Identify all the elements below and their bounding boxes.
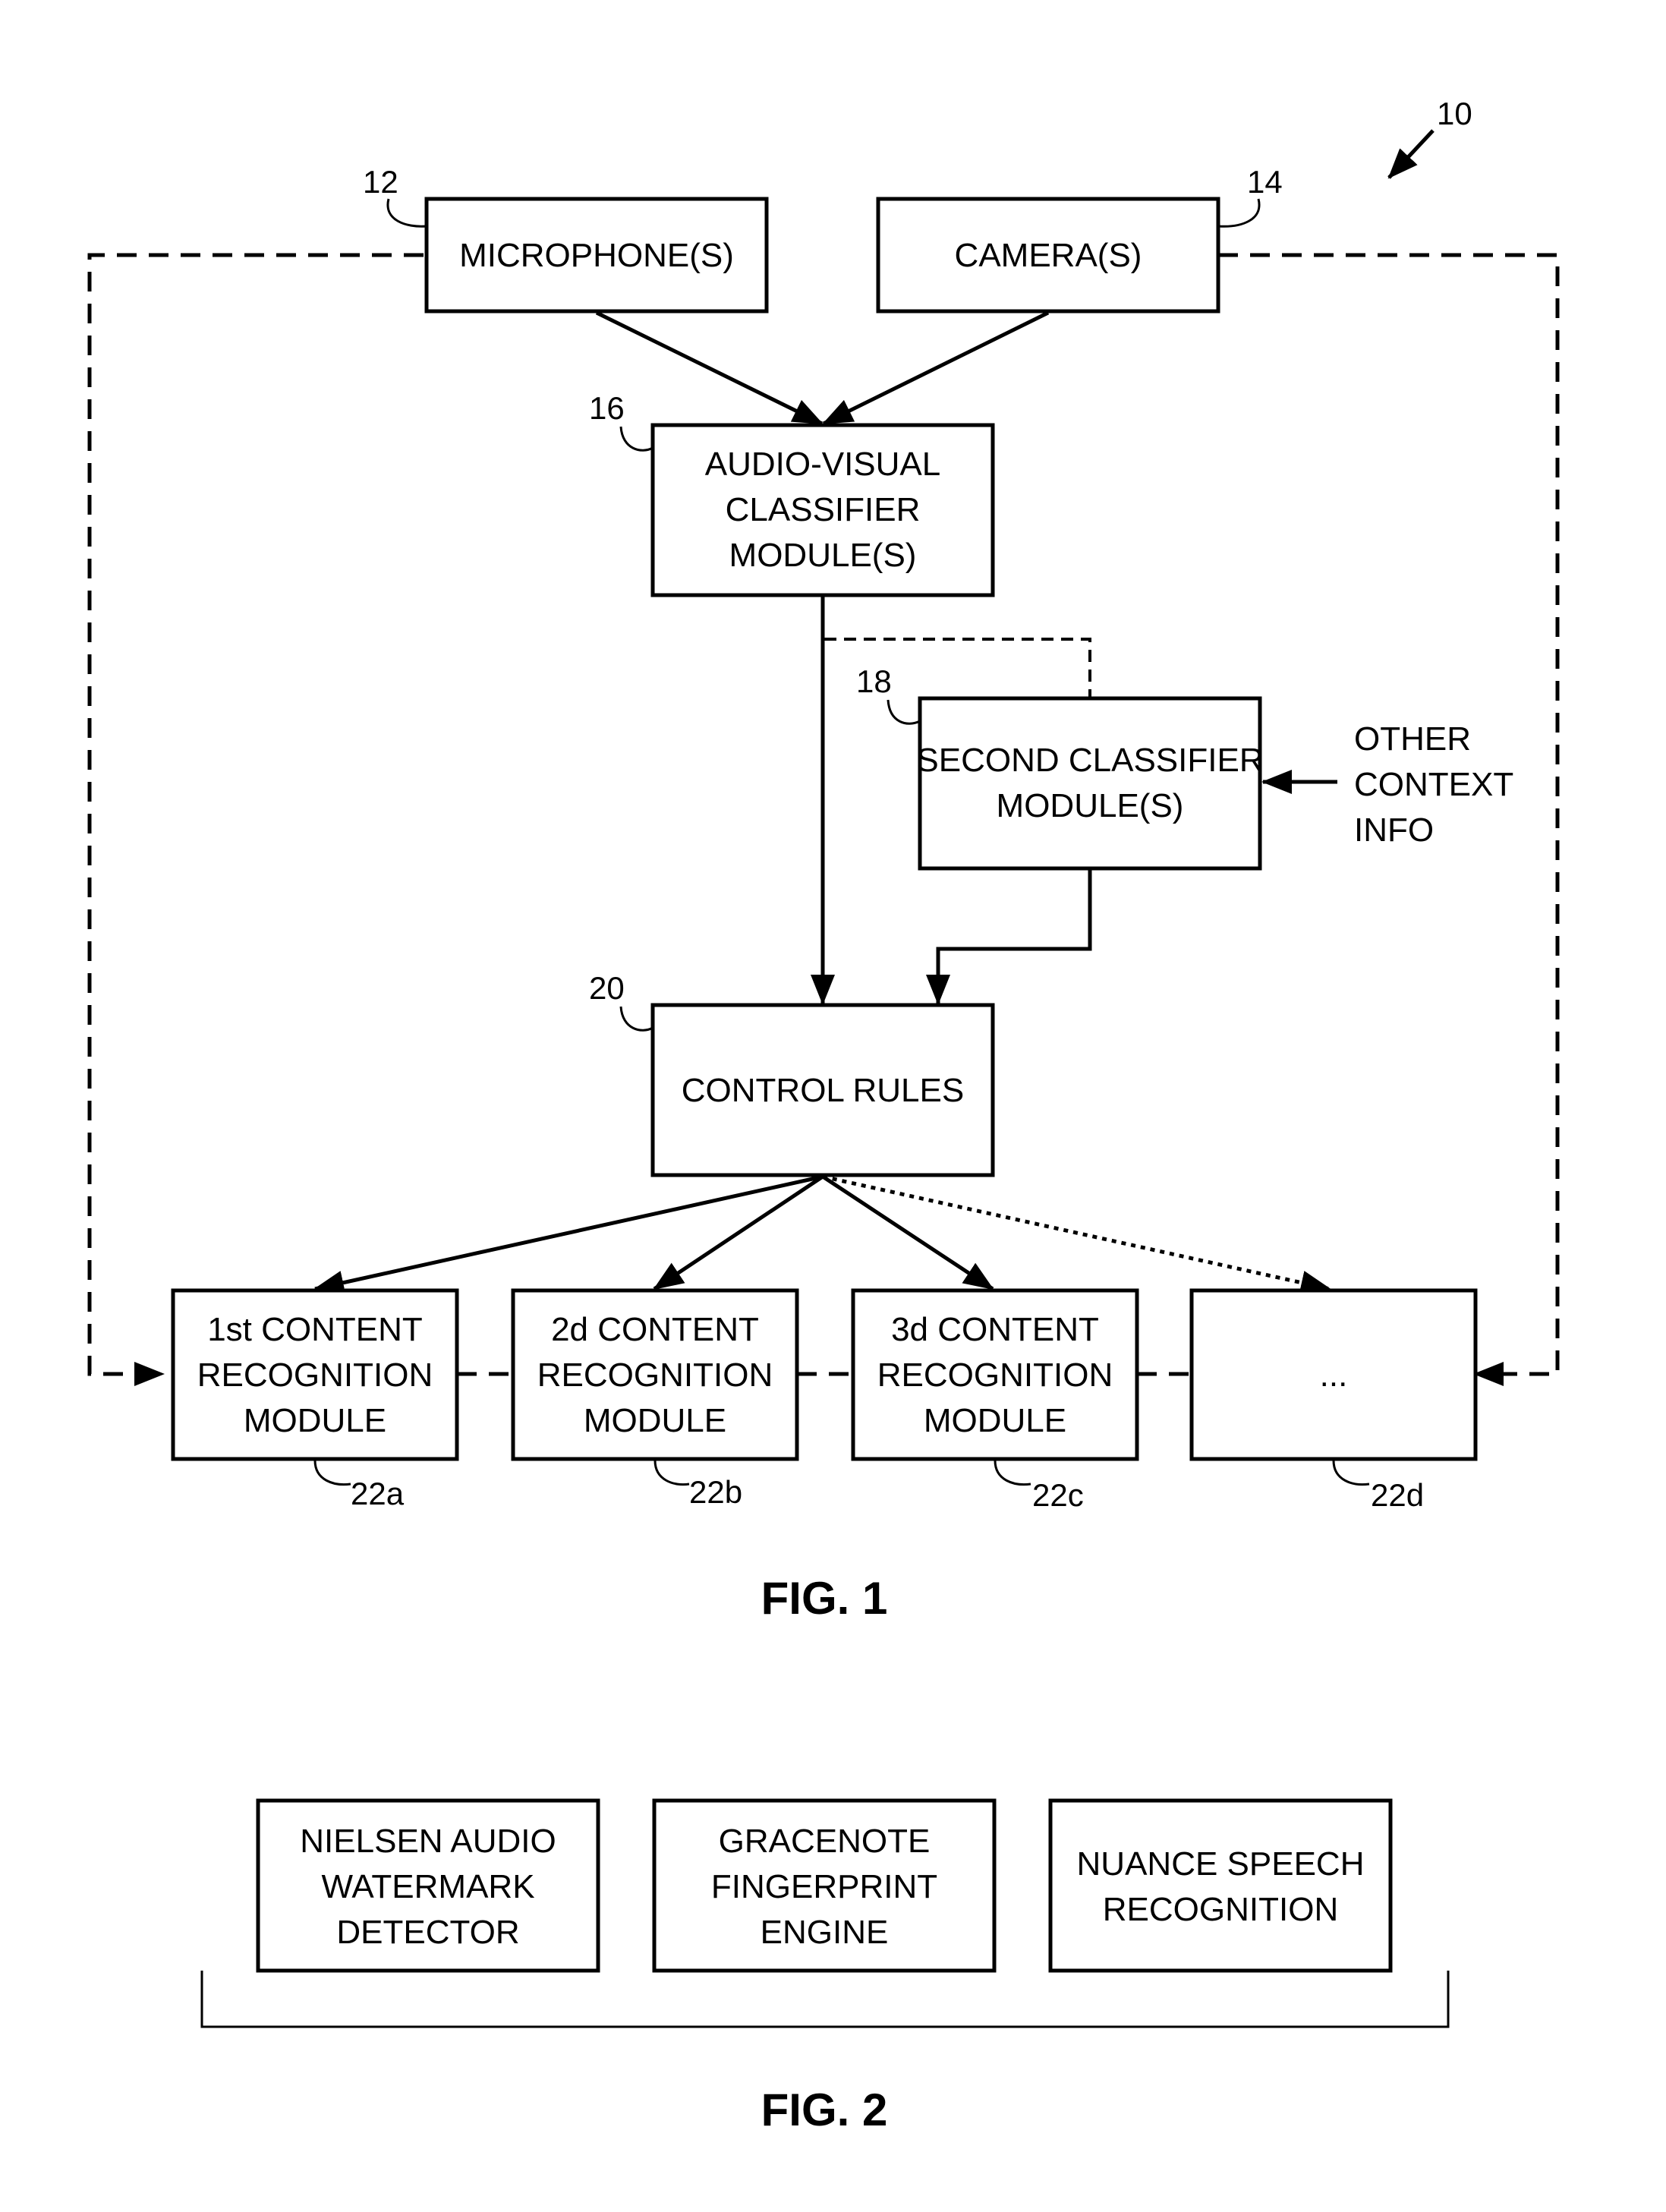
ref-20-leader	[621, 1007, 653, 1030]
gracenote-line-1: GRACENOTE	[719, 1823, 931, 1860]
nuance-line-2: RECOGNITION	[1103, 1891, 1338, 1928]
second-classifier-line-1: SECOND CLASSIFIER	[916, 742, 1263, 779]
fig2-caption: FIG. 2	[761, 2084, 888, 2135]
module-1-line-2: RECOGNITION	[197, 1357, 433, 1394]
content-module-1: 1st CONTENT RECOGNITION MODULE	[173, 1290, 457, 1459]
fig1-caption: FIG. 1	[761, 1573, 888, 1624]
ref-14: 14	[1247, 164, 1283, 200]
module-2-line-1: 2d CONTENT	[551, 1311, 759, 1348]
module-3-line-2: RECOGNITION	[877, 1357, 1113, 1394]
nielsen-line-2: WATERMARK	[321, 1868, 534, 1905]
av-classifier-line-3: MODULE(S)	[729, 537, 917, 574]
ref-22c: 22c	[1032, 1477, 1084, 1513]
ref-10-arrow	[1389, 131, 1433, 178]
camera-box: CAMERA(S)	[878, 199, 1218, 311]
content-module-2: 2d CONTENT RECOGNITION MODULE	[513, 1290, 797, 1459]
module-1-line-3: MODULE	[244, 1402, 386, 1439]
module-1-line-1: 1st CONTENT	[207, 1311, 423, 1348]
control-to-module-1	[315, 1177, 823, 1289]
microphone-label: MICROPHONE(S)	[459, 237, 734, 274]
nielsen-line-1: NIELSEN AUDIO	[300, 1823, 556, 1860]
content-module-4: ...	[1192, 1290, 1475, 1459]
ref-22a-leader	[315, 1460, 351, 1485]
ref-10: 10	[1437, 96, 1472, 131]
ref-22d-leader	[1334, 1460, 1369, 1485]
ref-12: 12	[363, 164, 398, 200]
other-context-line-2: CONTEXT	[1354, 766, 1513, 803]
ref-14-leader	[1218, 199, 1259, 226]
ref-12-leader	[388, 199, 427, 226]
second-to-control-arrow	[938, 870, 1090, 1004]
second-classifier-line-2: MODULE(S)	[997, 787, 1184, 824]
nuance-box: NUANCE SPEECH RECOGNITION	[1050, 1801, 1390, 1971]
ref-18: 18	[856, 663, 892, 699]
camera-label: CAMERA(S)	[955, 237, 1142, 274]
ref-22d: 22d	[1371, 1477, 1424, 1513]
other-context-line-3: INFO	[1354, 811, 1434, 849]
module-4-ellipsis: ...	[1320, 1357, 1348, 1394]
camera-to-av-arrow	[824, 313, 1048, 424]
av-classifier-line-1: AUDIO-VISUAL	[705, 446, 941, 483]
ref-16: 16	[589, 390, 625, 426]
gracenote-box: GRACENOTE FINGERPRINT ENGINE	[654, 1801, 994, 1971]
other-context-line-1: OTHER	[1354, 720, 1471, 758]
ref-20: 20	[589, 970, 625, 1006]
gracenote-line-3: ENGINE	[761, 1914, 889, 1951]
mic-to-av-arrow	[597, 313, 822, 424]
gracenote-line-2: FINGERPRINT	[711, 1868, 937, 1905]
microphone-box: MICROPHONE(S)	[427, 199, 767, 311]
fig2: NIELSEN AUDIO WATERMARK DETECTOR GRACENO…	[202, 1801, 1448, 2135]
ref-16-leader	[621, 427, 653, 450]
control-to-module-4	[823, 1177, 1330, 1289]
ref-22a: 22a	[351, 1476, 405, 1511]
control-rules-box: CONTROL RULES	[653, 1005, 993, 1175]
ref-22c-leader	[995, 1460, 1031, 1485]
second-classifier-box: SECOND CLASSIFIER MODULE(S)	[916, 698, 1263, 868]
nielsen-box: NIELSEN AUDIO WATERMARK DETECTOR	[258, 1801, 598, 1971]
fig1: 10 MICROPHONE(S) 12 CAMERA(S) 14 AUDIO-V…	[90, 96, 1557, 1624]
nuance-line-1: NUANCE SPEECH	[1077, 1845, 1365, 1883]
av-classifier-line-2: CLASSIFIER	[726, 491, 921, 528]
nielsen-line-3: DETECTOR	[336, 1914, 519, 1951]
module-2-line-3: MODULE	[584, 1402, 726, 1439]
ref-22b-leader	[655, 1460, 689, 1485]
module-2-line-2: RECOGNITION	[537, 1357, 773, 1394]
module-3-line-3: MODULE	[924, 1402, 1066, 1439]
ref-18-leader	[888, 700, 920, 723]
control-rules-label: CONTROL RULES	[682, 1072, 964, 1109]
content-module-3: 3d CONTENT RECOGNITION MODULE	[853, 1290, 1137, 1459]
module-3-line-1: 3d CONTENT	[891, 1311, 1099, 1348]
av-classifier-box: AUDIO-VISUAL CLASSIFIER MODULE(S)	[653, 425, 993, 595]
control-to-module-3	[823, 1177, 993, 1289]
mic-dashed-loop	[90, 255, 424, 1374]
fig2-bracket	[202, 1971, 1448, 2027]
ref-22b: 22b	[689, 1474, 742, 1510]
